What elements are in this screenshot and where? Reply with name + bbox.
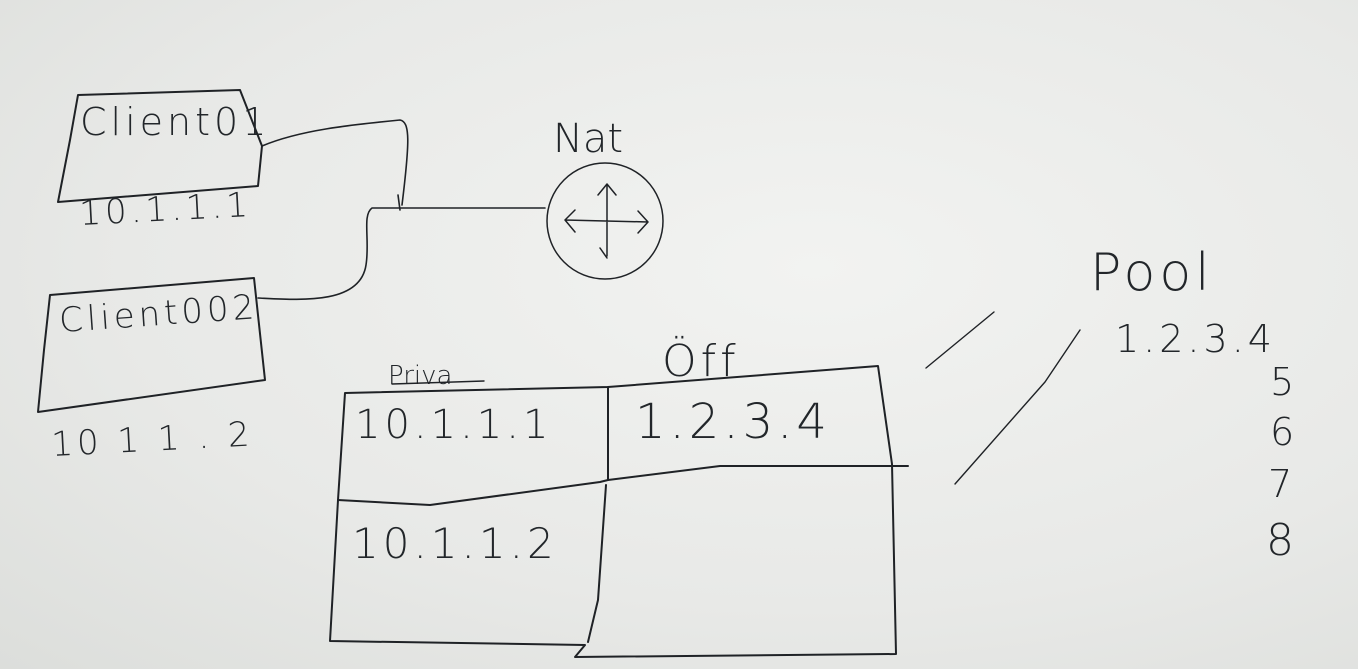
pool-label: Pool: [1090, 243, 1214, 303]
client-2-node: Client002 10 1 1 . 2: [37, 277, 266, 465]
pool-address-4: 7: [1268, 462, 1292, 506]
nat-label: Nat: [553, 116, 623, 162]
nat-router: Nat: [546, 116, 664, 280]
client-1-label: Client01: [80, 100, 270, 144]
client-1-ip: 10.1.1.1: [78, 185, 252, 234]
pool-address-3: 6: [1270, 410, 1294, 454]
nat-table: Priva Öff 10.1.1.1 1.2.3.4 10.1.1.2: [329, 335, 909, 658]
pool-address-1: 1.2.3.4: [1115, 317, 1276, 361]
table-row-2-private: 10.1.1.2: [352, 519, 558, 568]
pool-arrows: [925, 311, 1081, 485]
client-1-node: Client01 10.1.1.1: [57, 89, 270, 234]
router-icon: [546, 162, 664, 280]
connection-lines: [257, 119, 546, 301]
ip-pool: Pool 1.2.3.4 5 6 7 8: [1090, 243, 1294, 566]
pool-address-5: 8: [1266, 515, 1294, 566]
table-row-1-public: 1.2.3.4: [635, 394, 831, 450]
pool-address-2: 5: [1270, 360, 1294, 404]
table-header-private: Priva: [388, 361, 452, 391]
client-2-ip: 10 1 1 . 2: [50, 414, 254, 465]
client-2-label: Client002: [58, 287, 260, 341]
table-row-1-private: 10.1.1.1: [355, 402, 552, 448]
